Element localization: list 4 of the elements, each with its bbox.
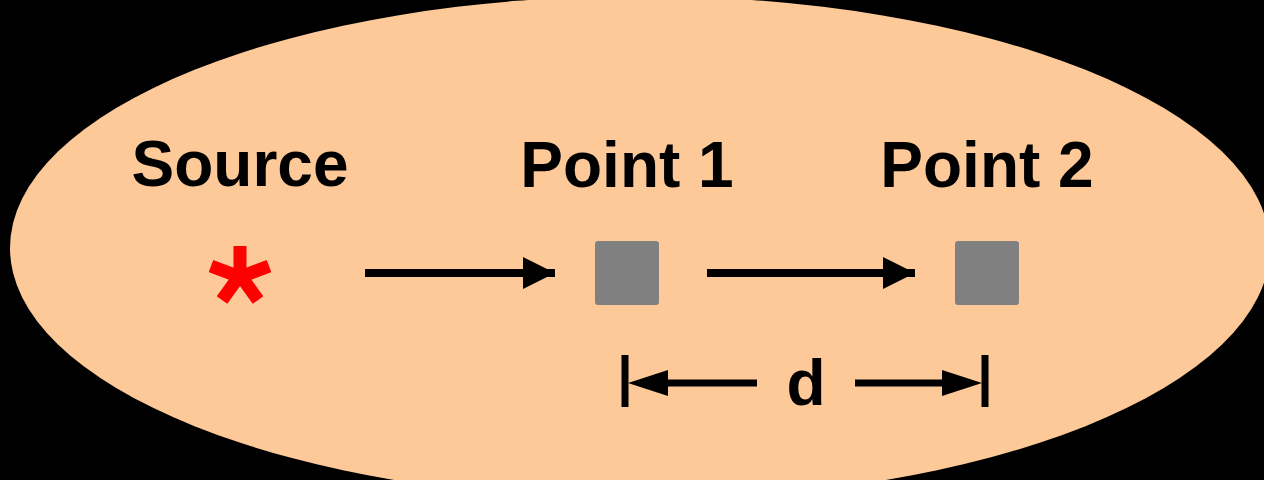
dimension-label: d (786, 351, 826, 415)
node-heading: Point 2 (880, 133, 1094, 197)
node-heading: Point 1 (520, 133, 734, 197)
node-heading: Source (131, 132, 349, 196)
